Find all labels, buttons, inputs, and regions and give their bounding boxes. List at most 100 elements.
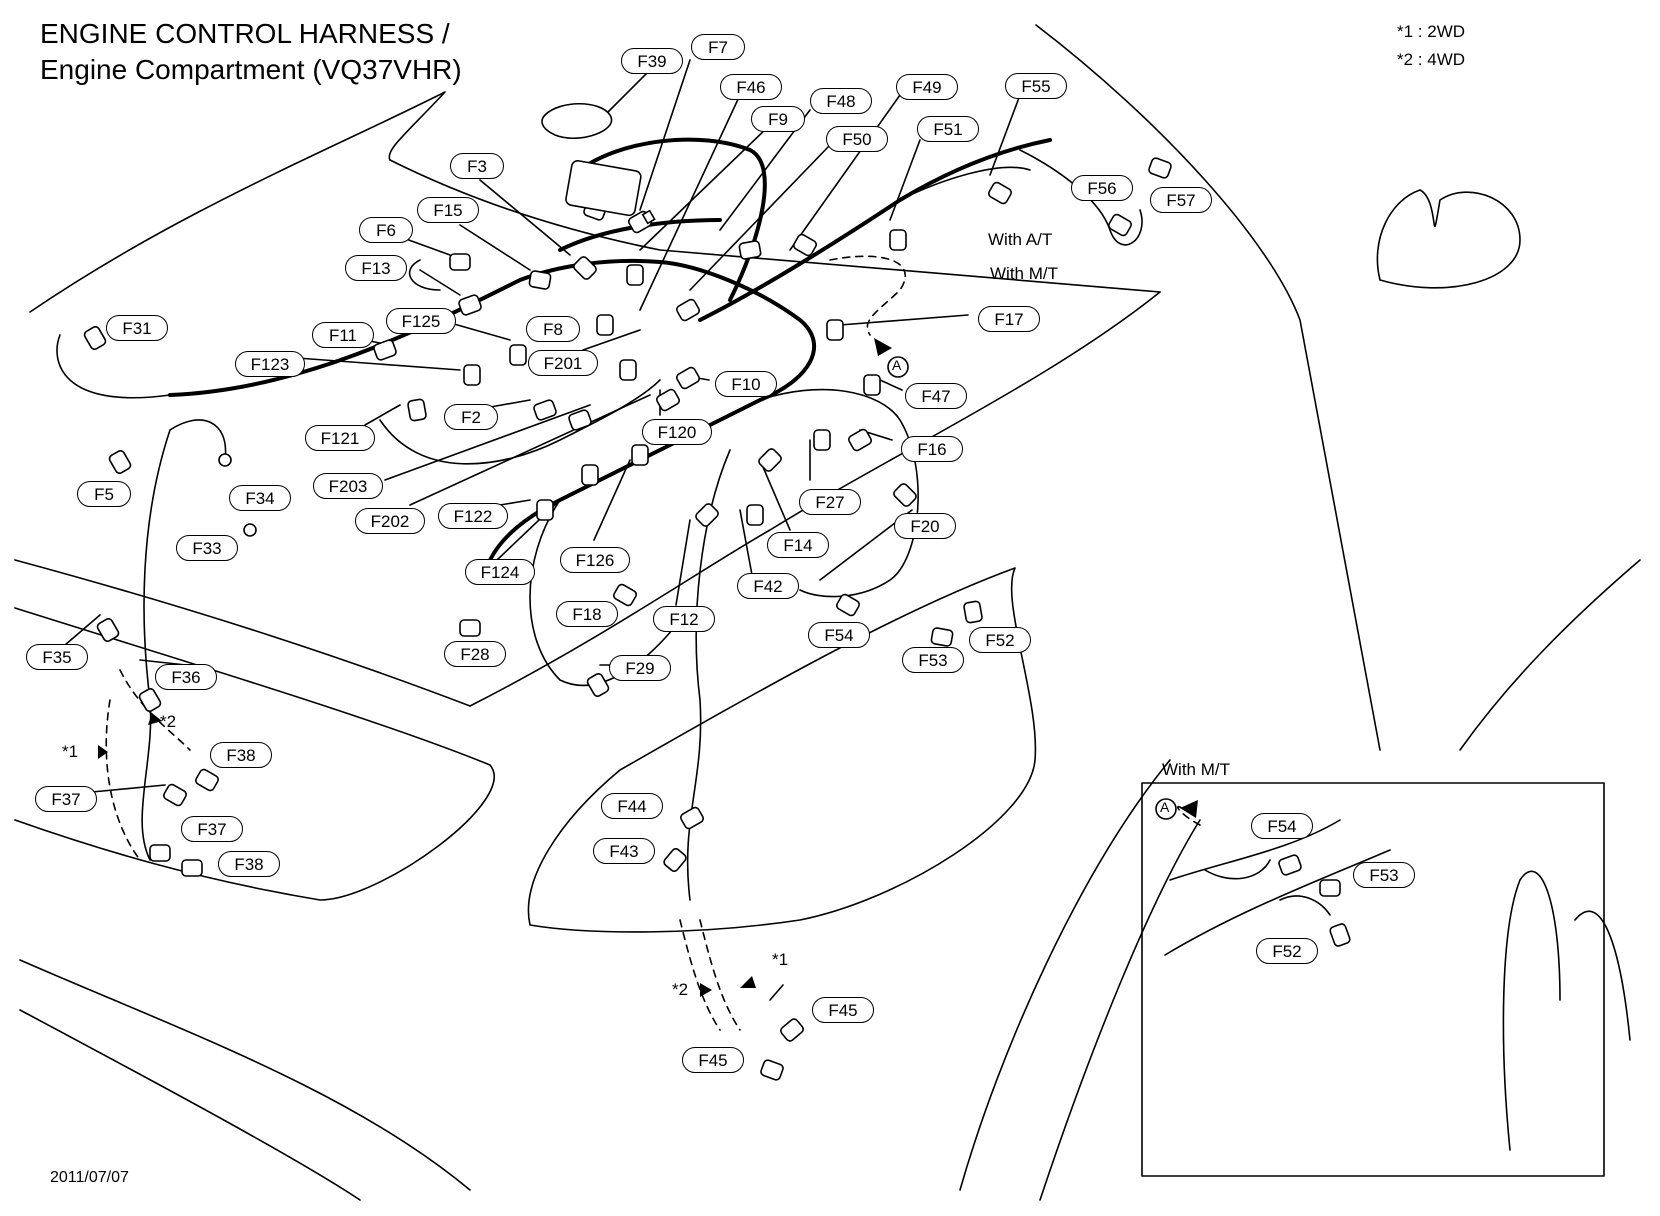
inset-harness xyxy=(1204,859,1271,880)
relay-block xyxy=(565,159,642,217)
connector-label: F31 xyxy=(106,315,168,341)
connector-label: F39 xyxy=(621,48,683,74)
leader-f42 xyxy=(739,509,753,576)
connector-label: F43 xyxy=(593,838,655,864)
note-4wd: *2 : 4WD xyxy=(1397,50,1466,69)
leader-f37 xyxy=(91,784,166,793)
arrowhead-a xyxy=(874,338,892,356)
connector-label: F35 xyxy=(26,644,88,670)
annotation-star2-bottom: *2 xyxy=(672,980,689,999)
leader-f3 xyxy=(479,179,571,256)
marker-a-inset-circle xyxy=(1155,798,1177,820)
connector-label: F28 xyxy=(444,641,506,667)
connector-label: F50 xyxy=(826,126,888,152)
connector-label: F12 xyxy=(653,606,715,632)
route-star1-left xyxy=(105,699,141,861)
connector-label: F120 xyxy=(642,419,712,445)
inset-line-2 xyxy=(1164,849,1391,956)
harness-f55 xyxy=(899,166,1031,201)
connector-label: F44 xyxy=(601,793,663,819)
leader-f121 xyxy=(364,404,401,426)
battery-terminal xyxy=(541,103,613,139)
route-with-at xyxy=(829,255,907,336)
connector-label: F42 xyxy=(737,573,799,599)
connector-label: F124 xyxy=(465,559,535,585)
leader-f45 xyxy=(769,984,784,1001)
connector-label: F49 xyxy=(896,74,958,100)
connector-label: F15 xyxy=(417,197,479,223)
leader-f122 xyxy=(499,499,531,506)
arrowhead-star2-bottom xyxy=(700,983,712,997)
date-stamp: 2011/07/07 xyxy=(50,1169,129,1186)
leader-f202 xyxy=(409,394,651,506)
wheel-arch-4 xyxy=(1574,910,1631,1041)
leader-f49 xyxy=(789,94,901,251)
connector-glyphs xyxy=(83,103,1351,1081)
leader-f14 xyxy=(759,459,791,531)
leader-f13 xyxy=(419,269,461,296)
connector-label: F38 xyxy=(218,851,280,877)
arrowhead-a-inset xyxy=(1180,800,1198,818)
arrowhead-star1-left xyxy=(98,745,108,759)
leader-f35 xyxy=(64,614,101,646)
harness-right-loop xyxy=(759,388,919,598)
connector-label: F56 xyxy=(1071,175,1133,201)
hood-outline xyxy=(29,91,446,313)
connector-label: F45 xyxy=(682,1047,744,1073)
annotation-with-mt: With M/T xyxy=(990,264,1058,283)
mirror-outline xyxy=(1376,189,1521,289)
connector-label: F46 xyxy=(720,74,782,100)
inset-title: With M/T xyxy=(1162,760,1230,779)
leader-f12 xyxy=(675,519,691,606)
leader-f39 xyxy=(599,69,651,121)
bumper-line-2 xyxy=(19,1009,361,1201)
inset-box xyxy=(1141,782,1605,1177)
route-star1-bottom xyxy=(699,919,741,1031)
annotation-star1-bottom: *1 xyxy=(772,950,789,969)
connector-label: F54 xyxy=(808,622,870,648)
connector-label: F47 xyxy=(905,383,967,409)
connector-label: F36 xyxy=(155,664,217,690)
annotation-star1-left: *1 xyxy=(62,742,79,761)
leader-f203 xyxy=(384,404,591,481)
harness-f31 xyxy=(56,334,171,399)
inset-harness-2 xyxy=(1279,895,1331,916)
harness-sub-loop xyxy=(379,379,661,465)
connector-label: F14 xyxy=(767,532,829,558)
title-line-2: Engine Compartment (VQ37VHR) xyxy=(40,54,462,85)
battery-tray xyxy=(527,567,1037,933)
connector-label: F2 xyxy=(444,404,498,430)
connector-label: F10 xyxy=(715,371,777,397)
wheel-arch-2 xyxy=(1039,819,1201,1201)
connector-label: F20 xyxy=(894,513,956,539)
connector-label: F37 xyxy=(181,816,243,842)
ground-eyelet-f33 xyxy=(243,523,257,537)
connector-label: F34 xyxy=(229,485,291,511)
connector-label: F38 xyxy=(210,742,272,768)
marker-a-inset: A xyxy=(1160,799,1170,815)
annotation-star2-left: *2 xyxy=(160,712,177,731)
connector-label: F51 xyxy=(917,116,979,142)
connector-label: F202 xyxy=(355,508,425,534)
connector-label: F201 xyxy=(528,350,598,376)
fender-lower xyxy=(14,559,471,707)
connector-label: F33 xyxy=(176,535,238,561)
connector-label: F52 xyxy=(969,627,1031,653)
ground-eyelet-f34 xyxy=(218,453,232,467)
connector-label: F37 xyxy=(35,786,97,812)
harness-f34 xyxy=(169,419,227,461)
note-2wd: *1 : 2WD xyxy=(1397,22,1466,41)
leader-f51 xyxy=(889,139,921,221)
annotation-with-at: With A/T xyxy=(988,230,1053,249)
wheel-arch-1 xyxy=(959,759,1171,1191)
connector-label: F57 xyxy=(1150,187,1212,213)
marker-a: A xyxy=(892,357,902,373)
strut-tower-line xyxy=(1035,24,1381,751)
connector-label: F121 xyxy=(305,425,375,451)
connector-label: F203 xyxy=(313,473,383,499)
leader-f126 xyxy=(593,459,631,541)
connector-label: F8 xyxy=(526,316,580,342)
leader-f15 xyxy=(459,224,531,271)
